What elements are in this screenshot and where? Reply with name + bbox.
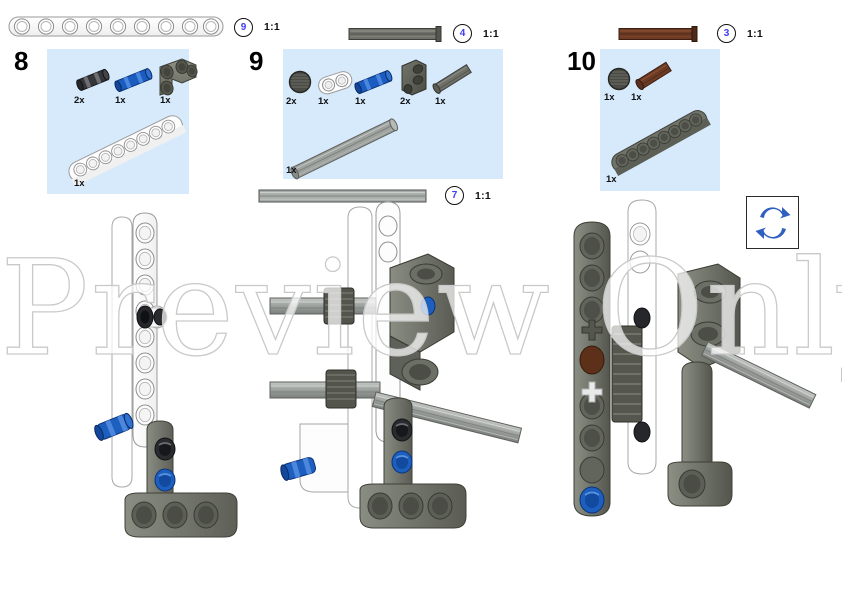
part-qty-step9-1: 1x <box>318 96 329 107</box>
scale-badge-3: 3 <box>717 24 736 43</box>
step-number-10: 10 <box>567 46 596 76</box>
rotate-model-icon <box>755 206 790 239</box>
step-number-9: 9 <box>249 46 264 76</box>
liftarm-t-dark-gray-icon <box>159 58 198 96</box>
pin-black-icon <box>76 68 110 91</box>
part-qty-step8-0: 2x <box>74 95 85 106</box>
part-qty-step9-5: 1x <box>286 165 297 176</box>
part-qty-step9-4: 1x <box>435 96 446 107</box>
part-qty-step8-1: 1x <box>115 95 126 106</box>
axle-7-icon <box>258 189 427 202</box>
part-qty-step9-3: 2x <box>400 96 411 107</box>
scale-ratio-9: 1:1 <box>264 21 281 33</box>
part-qty-step9-0: 2x <box>286 96 297 107</box>
pin-blue-icon <box>114 68 153 93</box>
axle-3-brown-icon <box>618 25 698 42</box>
assembly-step-8 <box>94 212 238 538</box>
scale-ratio-4: 1:1 <box>483 27 500 40</box>
scale-ref-axle-3: 3 1:1 <box>618 24 763 43</box>
assembly-step-9 <box>269 201 523 529</box>
part-qty-step9-2: 1x <box>355 96 366 107</box>
part-qty-step10-1: 1x <box>631 92 642 103</box>
liftarm-9-hole-outline-icon <box>8 16 224 37</box>
scale-ref-beam-9: 9 1:1 <box>8 14 280 40</box>
axle-3-brown-icon <box>635 61 672 91</box>
scale-ratio-3: 1:1 <box>747 27 764 40</box>
scale-badge-9: 9 <box>234 17 253 37</box>
gear-8-tooth-icon <box>607 67 631 91</box>
part-qty-step8-3: 1x <box>74 178 85 189</box>
part-qty-step10-2: 1x <box>606 174 617 185</box>
part-qty-step10-0: 1x <box>604 92 615 103</box>
scale-badge-7: 7 <box>445 186 464 205</box>
pin-blue-icon <box>354 70 393 95</box>
gear-8-tooth-icon <box>288 70 312 94</box>
connector-block-icon <box>401 59 427 96</box>
liftarm-9-white-icon <box>68 115 187 187</box>
scale-badge-4: 4 <box>453 24 472 43</box>
scale-ref-axle-7: 7 1:1 <box>258 186 491 205</box>
assembly-step-10 <box>573 199 817 517</box>
rotate-model-hint[interactable] <box>746 196 799 249</box>
part-qty-step8-2: 1x <box>160 95 171 106</box>
axle-4-icon <box>432 64 472 94</box>
liftarm-2-hole-white-icon <box>318 71 353 95</box>
step-number-8: 8 <box>14 46 29 76</box>
axle-4-icon <box>348 25 442 42</box>
scale-ref-axle-4: 4 1:1 <box>348 24 499 43</box>
liftarm-9-dark-gray-icon <box>611 110 711 177</box>
axle-7-light-gray-icon <box>290 118 399 180</box>
scale-ratio-7: 1:1 <box>475 189 492 202</box>
